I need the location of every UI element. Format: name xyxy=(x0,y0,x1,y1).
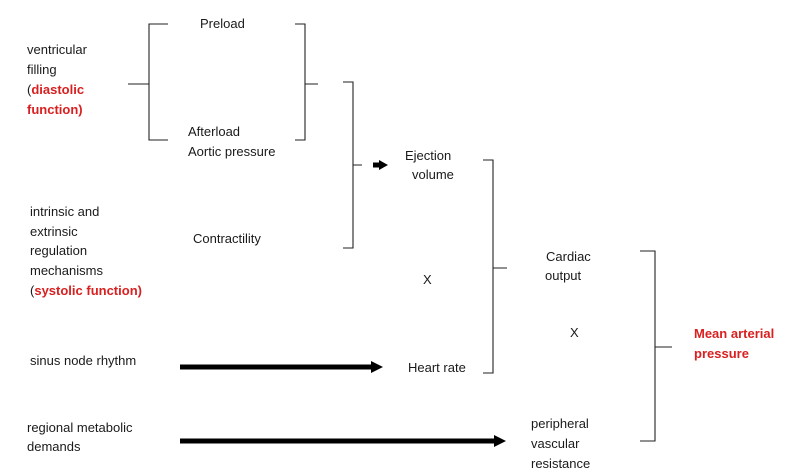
label-mechanisms: mechanisms xyxy=(30,263,103,278)
label-vascular: vascular xyxy=(531,436,580,451)
label-heart-rate: Heart rate xyxy=(408,360,466,375)
label-filling: filling xyxy=(27,62,57,77)
label-diastolic-function-line1: (diastolic xyxy=(27,80,84,100)
systolic-open-paren: ( xyxy=(30,283,35,298)
right-bracket-preload-afterload xyxy=(295,23,318,141)
label-mean-arterial: Mean arterial xyxy=(694,326,775,341)
label-cardiac: Cardiac xyxy=(546,249,591,264)
label-regional-metabolic: regional metabolic xyxy=(27,420,133,435)
label-multiply-1: X xyxy=(423,272,432,287)
label-regulation: regulation xyxy=(30,243,88,258)
label-preload: Preload xyxy=(200,16,245,31)
bracket-to-cardiac-output xyxy=(483,159,507,374)
label-extrinsic: extrinsic xyxy=(30,224,78,239)
diastolic-word: diastolic xyxy=(31,82,85,97)
arrow-demands-to-resistance-head xyxy=(494,435,506,447)
label-ventricular: ventricular xyxy=(27,42,87,57)
arrow-sinus-to-heart-rate-head xyxy=(371,361,383,373)
label-systolic-function: (systolic function) xyxy=(30,281,142,301)
label-pressure: pressure xyxy=(694,346,749,361)
bracket-to-ejection-volume xyxy=(343,81,362,249)
label-peripheral: peripheral xyxy=(531,416,589,431)
diastolic-open-paren: ( xyxy=(27,82,32,97)
label-volume: volume xyxy=(412,167,454,182)
bracket-to-mean-arterial-pressure xyxy=(640,250,672,442)
label-output: output xyxy=(545,268,582,283)
label-demands: demands xyxy=(27,439,81,454)
label-intrinsic-and: intrinsic and xyxy=(30,204,100,219)
label-ejection: Ejection xyxy=(405,148,452,163)
label-afterload: Afterload xyxy=(188,124,241,139)
systolic-function: systolic function) xyxy=(34,283,142,298)
left-brace-preload-afterload xyxy=(128,23,168,141)
label-aortic-pressure: Aortic pressure xyxy=(188,144,276,159)
arrow-to-ejection-volume-head xyxy=(379,160,388,170)
label-contractility: Contractility xyxy=(193,231,261,246)
label-sinus-node-rhythm: sinus node rhythm xyxy=(30,353,137,368)
label-diastolic-function-line2: function) xyxy=(27,102,83,117)
label-resistance: resistance xyxy=(531,456,591,471)
label-multiply-2: X xyxy=(570,325,579,340)
